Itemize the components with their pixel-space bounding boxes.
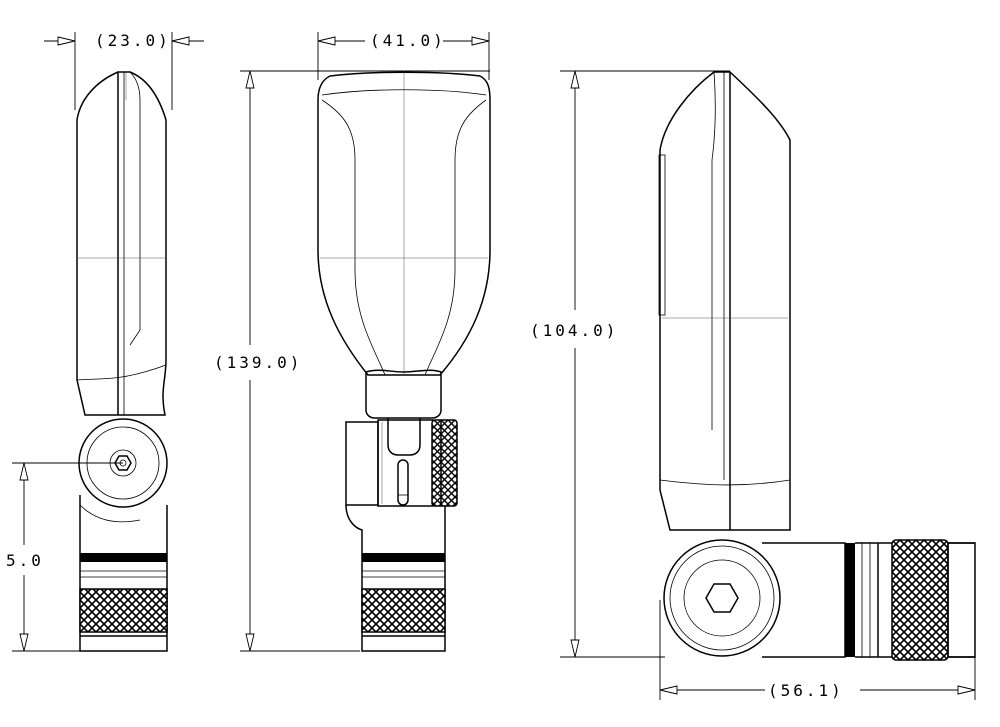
front-knurl	[361, 588, 446, 633]
right-height-label: (104.0)	[530, 321, 618, 340]
side-body-outline	[76, 71, 167, 416]
right-hinge	[663, 539, 781, 657]
side-lower-label: 5.0	[6, 551, 44, 570]
front-width-label: (41.0)	[370, 31, 446, 50]
right-knurl	[891, 539, 949, 661]
side-width-label: (23.0)	[95, 31, 171, 50]
right-width-label: (56.1)	[768, 681, 844, 700]
right-body-outline	[659, 71, 791, 531]
front-view: (41.0) (139.0)	[214, 31, 491, 652]
right-view: (104.0) (56.1)	[530, 70, 976, 700]
dim-side-width: (23.0)	[44, 31, 204, 110]
dim-front-width: (41.0)	[317, 31, 490, 80]
dim-right-height: (104.0)	[530, 70, 730, 658]
dim-front-height: (139.0)	[214, 70, 490, 652]
side-view: (23.0) 5.0	[6, 31, 204, 652]
front-body-outline	[317, 71, 491, 376]
dim-right-width: (56.1)	[659, 681, 976, 700]
front-height-label: (139.0)	[214, 353, 302, 372]
side-knurl	[79, 588, 168, 633]
front-nut	[431, 419, 458, 507]
dim-side-lower: 5.0	[6, 462, 44, 652]
